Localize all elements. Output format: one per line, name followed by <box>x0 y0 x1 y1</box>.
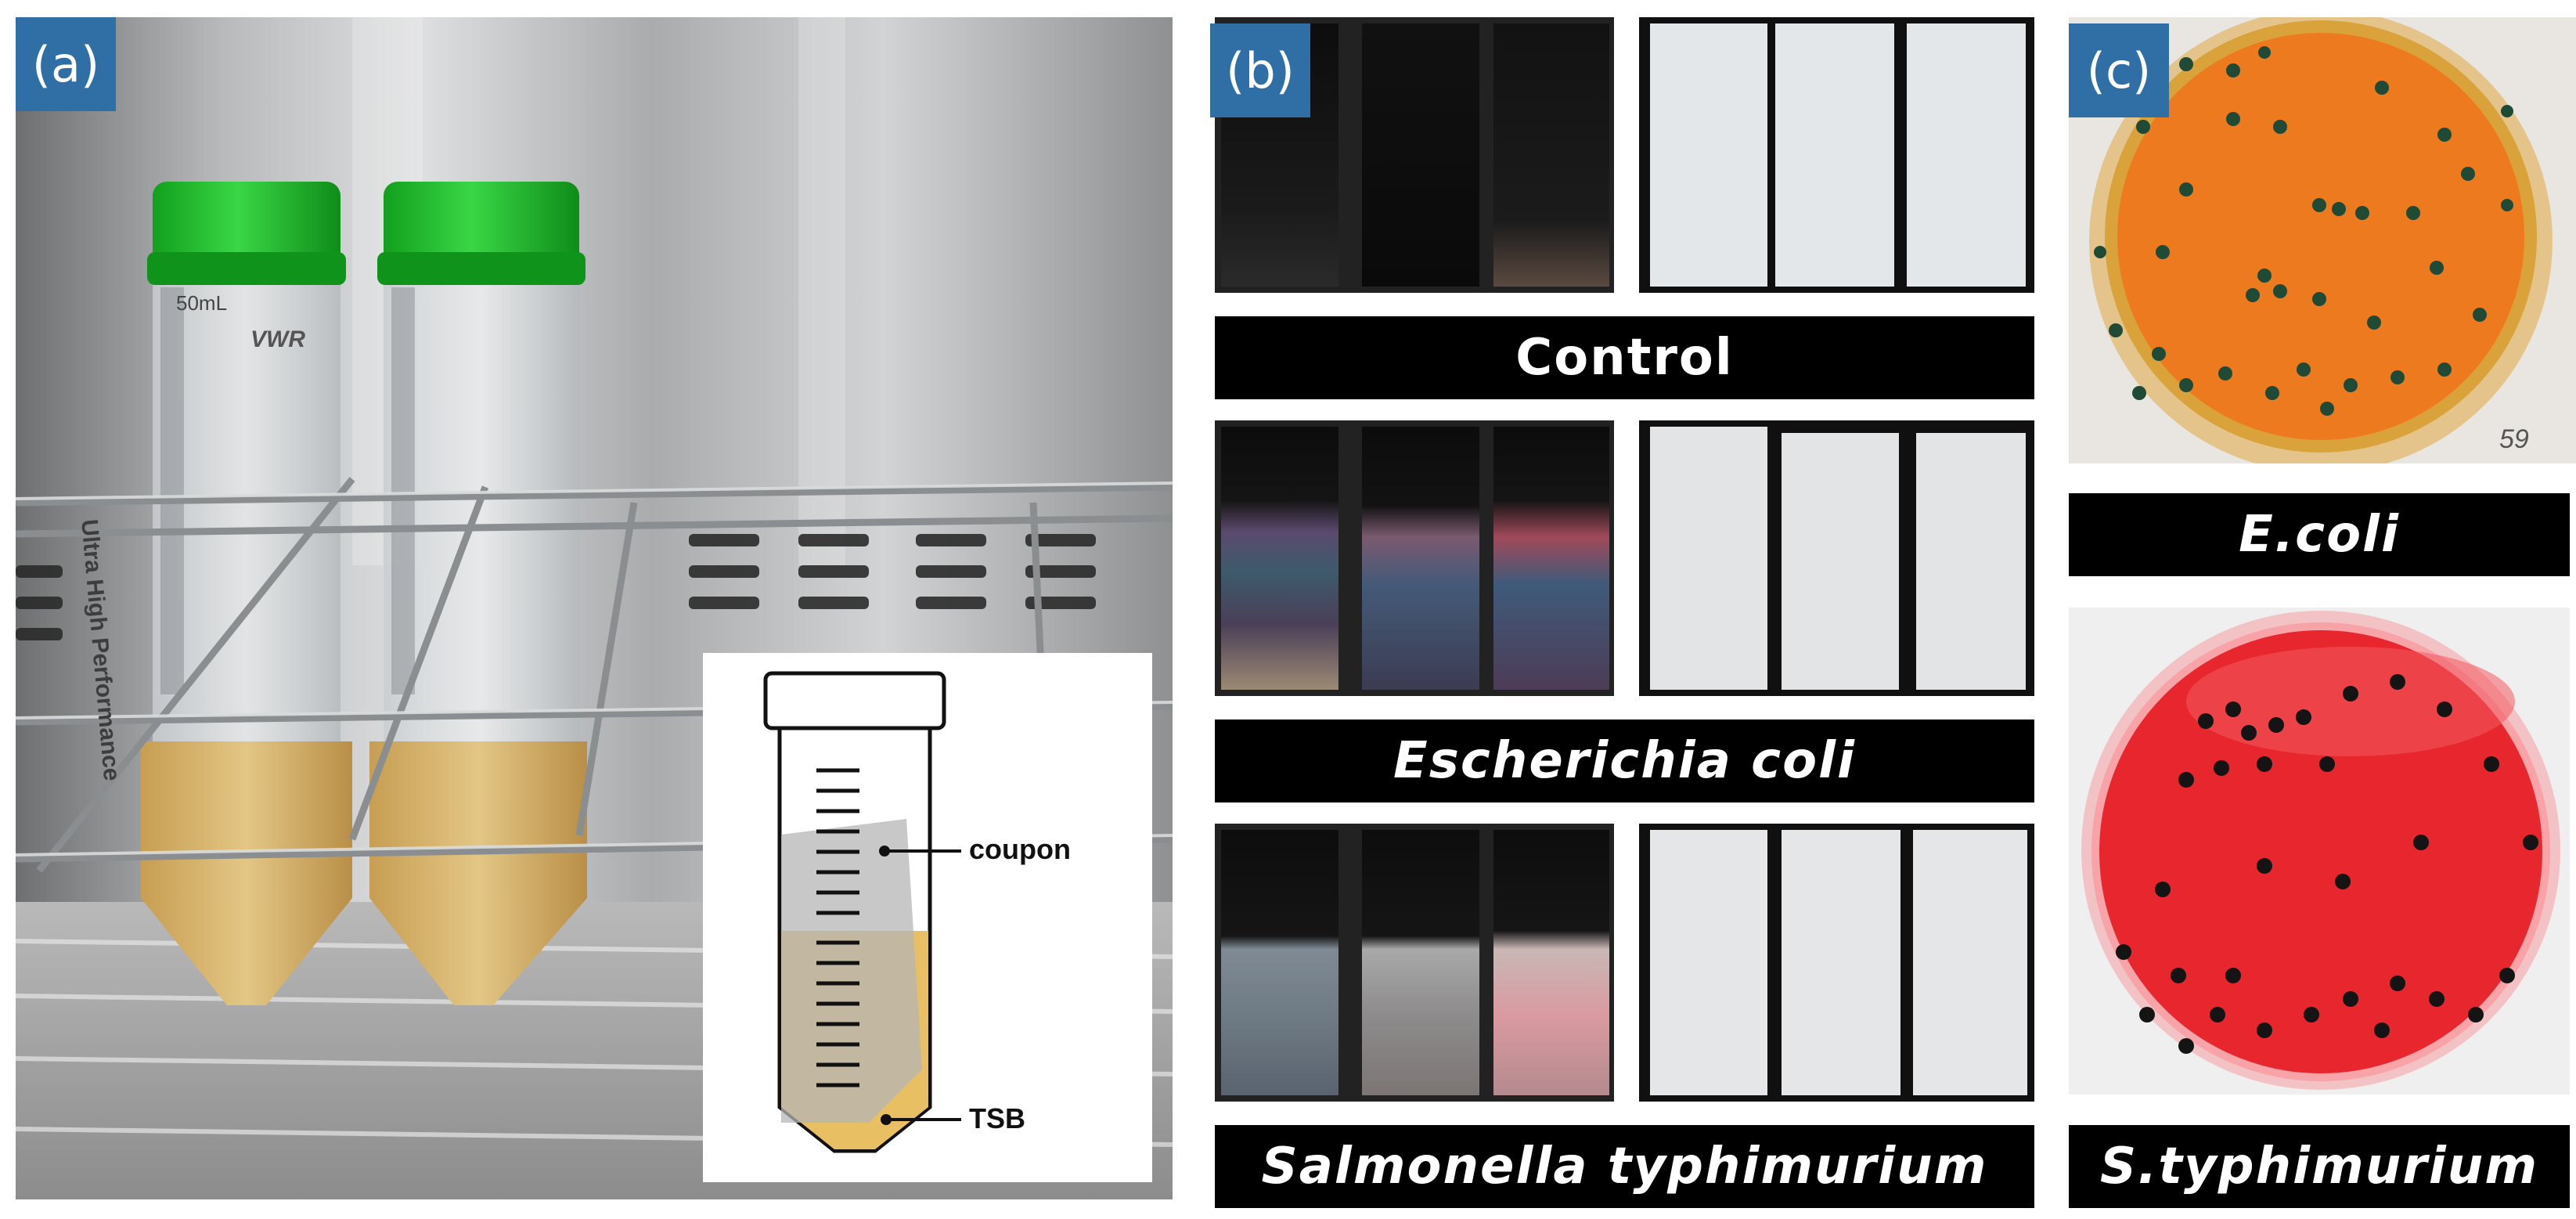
schematic-tube-outline <box>763 671 946 1153</box>
ecoli-plate-photo: 59 <box>2069 17 2576 463</box>
coupon-plastic <box>1650 23 1767 287</box>
coupon-steel <box>1362 23 1479 287</box>
row-label-salmonella: Salmonella typhimurium <box>1215 1125 2034 1208</box>
coupon-plastic <box>1782 433 1899 690</box>
plate-label-ecoli: E.coli <box>2069 493 2570 576</box>
salmonella-plate-photo <box>2069 608 2570 1095</box>
ecoli-agar <box>2111 27 2531 446</box>
row-label-ecoli: Escherichia coli <box>1215 719 2034 802</box>
coupon-plastic <box>1775 23 1894 287</box>
coupon-steel-biofilm <box>1493 427 1609 690</box>
coupon-plastic <box>1650 830 1767 1095</box>
tube-right <box>369 182 587 1005</box>
panel-b-tag: (b) <box>1210 23 1310 117</box>
coupon-steel-biofilm <box>1362 830 1479 1095</box>
plate-mark: 59 <box>2499 424 2529 454</box>
label-tsb: TSB <box>969 1102 1025 1134</box>
plate-label-salmonella: S.typhimurium <box>2069 1125 2570 1208</box>
schematic-graduations <box>816 768 859 1087</box>
coupon-plastic <box>1907 23 2026 287</box>
row-label-control: Control <box>1215 316 2034 399</box>
coupon-plastic <box>1650 427 1767 690</box>
coupon-steel-biofilm <box>1221 830 1338 1095</box>
coupon-steel-biofilm <box>1493 830 1609 1095</box>
panel-a-tag: (a) <box>16 17 116 111</box>
panel-c-tag: (c) <box>2069 23 2169 117</box>
ecoli-colonies <box>2094 46 2513 416</box>
tube-print-brand: VWR <box>250 326 305 352</box>
label-coupon: coupon <box>969 833 1071 865</box>
tube-left <box>141 182 352 1005</box>
coupon-steel-biofilm <box>1221 427 1338 690</box>
coupon-steel <box>1493 23 1609 287</box>
schematic-coupon <box>781 819 922 1123</box>
coupon-plastic <box>1782 830 1900 1095</box>
salmonella-colonies <box>2116 674 2538 1054</box>
coupon-plastic <box>1913 830 2027 1095</box>
tube-print-volume: 50mL <box>176 291 228 315</box>
coupon-plastic <box>1916 433 2026 690</box>
coupon-steel-biofilm <box>1362 427 1479 690</box>
tube-schematic-inset: coupon TSB <box>703 653 1152 1182</box>
